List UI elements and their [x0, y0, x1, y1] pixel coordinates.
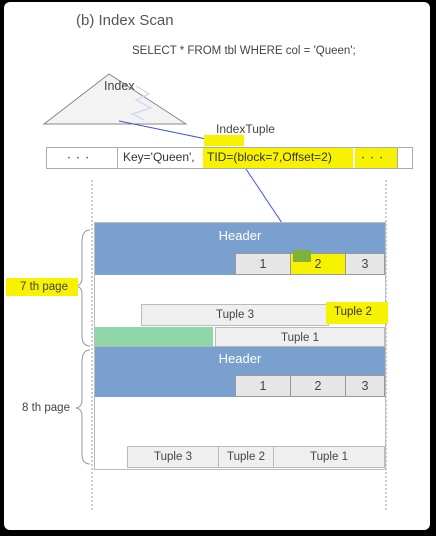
row-divider: [397, 148, 398, 168]
page8-slot-2: 2: [290, 375, 346, 397]
ellipsis-highlight: [355, 148, 397, 168]
page8-tuple-3: Tuple 3: [127, 446, 219, 468]
index-to-tuple-arrow: [118, 120, 217, 142]
index-tree-triangle: [42, 73, 188, 125]
page8-slot-1: 1: [235, 375, 291, 397]
page7-slot-2: 2: [290, 250, 346, 275]
sql-query: SELECT * FROM tbl WHERE col = 'Queen';: [132, 45, 356, 57]
ellipsis-left: ‧ ‧ ‧: [67, 151, 91, 165]
page7-slot-1: 1: [235, 253, 291, 275]
tuple2-highlight: [326, 302, 388, 324]
page7-brace: [75, 229, 91, 347]
page-7: Header 1 2 3 Tuple 3 Tuple 1: [94, 222, 386, 349]
tid-value: TID=(block=7,Offset=2): [207, 150, 332, 164]
page8-brace: [75, 349, 91, 465]
index-tuple-highlight: [204, 135, 244, 146]
figure-title: (b) Index Scan: [76, 12, 174, 29]
tid-highlight: [203, 148, 353, 168]
page7-label-highlight: [6, 278, 78, 296]
page8-label: 8 th page: [22, 402, 70, 414]
index-tuple-row: ‧ ‧ ‧ Key='Queen', TID=(block=7,Offset=2…: [46, 147, 413, 169]
page7-label: 7 th page: [20, 281, 68, 293]
page-8: Header 1 2 3 Tuple 3 Tuple 2 Tuple 1: [94, 346, 386, 470]
key-value: Key='Queen',: [123, 150, 195, 164]
page7-tuple-2: Tuple 2: [334, 306, 372, 318]
slot2-green-marker: [293, 250, 311, 262]
ellipsis-right: ‧ ‧ ‧: [361, 151, 385, 165]
index-label: Index: [104, 79, 135, 93]
diagram-frame: (b) Index Scan SELECT * FROM tbl WHERE c…: [4, 2, 430, 530]
index-zigzag: [130, 85, 153, 121]
page8-slot-3: 3: [345, 375, 385, 397]
page7-slot-3: 3: [345, 253, 385, 275]
page7-tuple-3: Tuple 3: [141, 304, 329, 326]
page8-tuple-2: Tuple 2: [218, 446, 274, 468]
row-divider: [117, 148, 118, 168]
index-tuple-label: IndexTuple: [216, 122, 275, 136]
page8-tuple-1: Tuple 1: [273, 446, 385, 468]
page8-header-label: Header: [218, 351, 262, 366]
page7-slot-2-label: 2: [314, 257, 322, 271]
page7-tuple-1-green: [95, 327, 213, 347]
page7-header-label: Header: [218, 228, 262, 243]
